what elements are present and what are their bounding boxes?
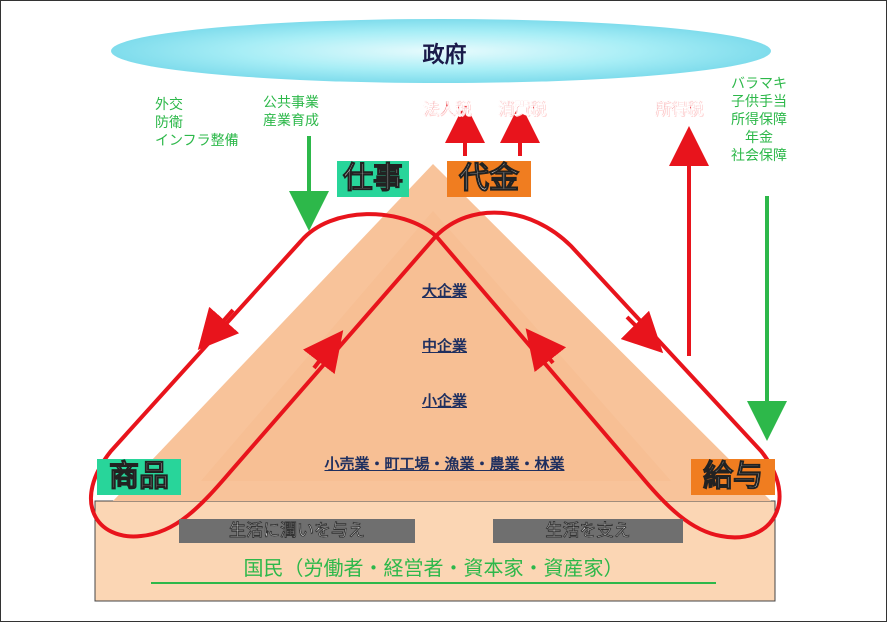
tier-small-enterprise: 小企業 [421,392,467,410]
gov-output-item: インフラ整備 [155,133,239,149]
work-box: 仕事 [337,161,409,197]
gov-output-item: 子供手当 [731,94,787,110]
pyramid-inner-highlight [201,211,671,481]
money-cycle-loop [89,210,782,540]
support-life-banner: 生活を支え [493,519,683,543]
loop-arrow-down-right [620,310,664,354]
tier-medium-enterprise: 中企業 [421,337,467,355]
payment-box: 代金 [447,161,531,197]
gov-output-item: 年金 [745,130,773,146]
gov-output-item: 公共事業 [263,95,319,111]
gov-output-item: 外交 [155,97,183,113]
gov-outputs-center: 公共事業 産業育成 [263,94,319,130]
gov-outputs-right: バラマキ 子供手当 所得保障 年金 社会保障 [731,75,787,165]
gov-outputs-left: 外交 防衛 インフラ整備 [155,96,239,150]
gov-output-item: バラマキ [731,76,787,92]
loop-arrow-up-left [302,330,344,375]
consumption-tax-label: 消費税 [498,99,547,118]
income-tax-label: 所得税 [655,99,704,118]
gov-output-item: 社会保障 [731,148,787,164]
people-label: 国民（労働者・経営者・資本家・資産家） [151,554,716,584]
government-cloud [111,19,771,83]
goods-box: 商品 [97,459,181,495]
gov-output-item: 防衛 [155,115,183,131]
government-label: 政府 [422,43,467,68]
loop-arrow-down-left [197,306,240,351]
tier-micro-businesses: 小売業・町工場・漁業・農業・林業 [324,455,565,473]
gov-output-item: 産業育成 [263,113,319,129]
corporate-tax-label: 法人税 [423,99,472,118]
loop-arrow-up-right [525,328,567,373]
people-base [94,500,776,602]
tier-large-enterprise: 大企業 [421,282,467,300]
gov-output-item: 所得保障 [731,112,787,128]
salary-box: 給与 [691,459,775,495]
enrich-life-banner: 生活に潤いを与え [179,519,415,543]
